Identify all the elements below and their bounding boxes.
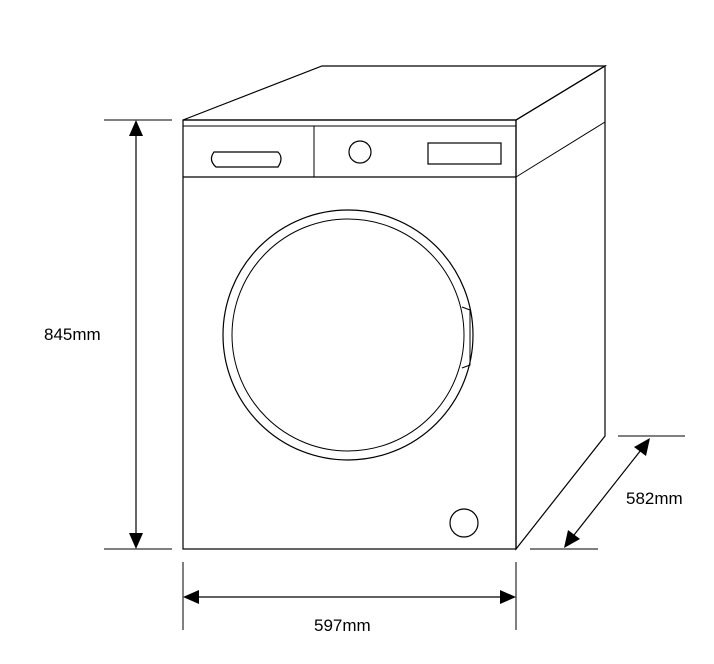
door-icon bbox=[222, 209, 474, 461]
height-arrow-bottom bbox=[129, 533, 143, 549]
washing-machine bbox=[182, 64, 608, 551]
side-panel-line bbox=[515, 121, 606, 178]
door-inner-ring bbox=[231, 218, 465, 452]
width-dimension: 597mm bbox=[182, 562, 517, 635]
depth-label: 582mm bbox=[626, 489, 683, 508]
width-label: 597mm bbox=[314, 616, 371, 635]
width-arrow-right bbox=[500, 590, 516, 604]
top-face bbox=[182, 65, 608, 121]
depth-arrow-top bbox=[634, 438, 650, 456]
height-arrow-top bbox=[129, 120, 143, 136]
front-face bbox=[182, 119, 517, 550]
detergent-drawer-icon bbox=[313, 125, 517, 178]
filter-cap-icon bbox=[449, 508, 479, 538]
display-panel-icon bbox=[427, 142, 502, 165]
depth-arrow-bottom bbox=[564, 530, 580, 548]
depth-dimension-line bbox=[573, 449, 642, 536]
program-knob-icon bbox=[348, 140, 372, 164]
door-latch bbox=[461, 306, 471, 369]
height-dimension: 845mm bbox=[44, 119, 172, 550]
drawer-handle bbox=[210, 151, 282, 168]
side-face bbox=[515, 64, 606, 551]
height-label: 845mm bbox=[44, 325, 101, 344]
depth-dimension: 582mm bbox=[530, 435, 685, 550]
width-arrow-left bbox=[183, 590, 199, 604]
